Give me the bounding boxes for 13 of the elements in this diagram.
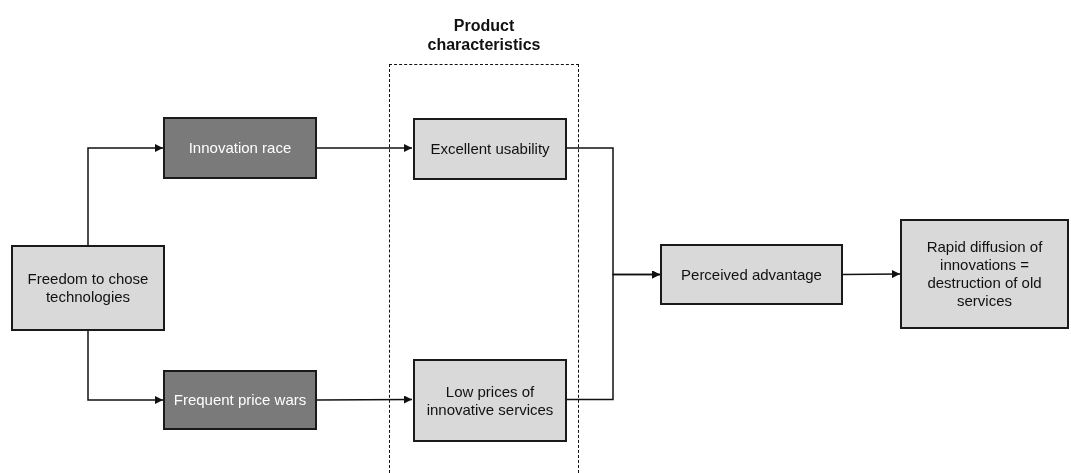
process-box: Frequent price wars: [163, 370, 317, 430]
group-heading: Product characteristics: [426, 16, 542, 55]
process-box: Innovation race: [163, 117, 317, 179]
arrow: [316, 395, 413, 404]
process-box: Rapid diffusion of innovations = destruction of old services: [900, 219, 1069, 329]
arrow: [87, 144, 164, 246]
arrow: [842, 270, 901, 279]
process-box: Freedom to chose technologies: [11, 245, 165, 331]
arrow: [316, 144, 413, 152]
process-box: Low prices of innovative services: [413, 359, 567, 442]
arrow: [87, 330, 164, 404]
process-box: Perceived advantage: [660, 244, 843, 305]
process-box: Excellent usability: [413, 118, 567, 180]
